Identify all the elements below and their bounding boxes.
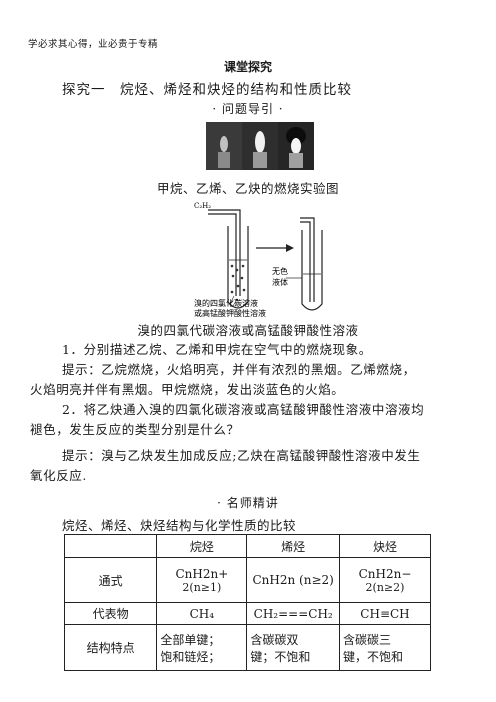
header-alkane: 烷烃 <box>156 534 248 558</box>
table-row-general-formula: 通式 CnH2n+ 2(n≥1) CnH2n (n≥2) CnH2n− 2(n≥… <box>63 557 432 603</box>
section-title: 课堂探究 <box>223 60 272 74</box>
label-general-formula: 通式 <box>63 557 158 603</box>
colorless-label-1: 无色 <box>272 266 288 276</box>
gas-label: C₂H₂ <box>194 202 211 210</box>
alkene-structure-line-1: 含碳碳双 <box>250 632 299 647</box>
header-note: 学必求其心得，业必贵于专精 <box>28 39 159 50</box>
alkyne-formula-line-2: 2(n≥2) <box>365 580 405 594</box>
question-2-line-1: 2．将乙炔通入溴的四氯化碳溶液或高锰酸钾酸性溶液中溶液均 <box>62 402 425 417</box>
question-2-line-2: 褪色，发生反应的类型分别是什么？ <box>30 422 240 437</box>
label-structure: 结构特点 <box>63 624 158 671</box>
solution-label-2: 或高锰酸钾酸性溶液 <box>194 308 266 318</box>
alkane-formula-line-1: CnH2n+ <box>175 566 229 581</box>
alkene-formula: CnH2n (n≥2) <box>246 557 340 603</box>
table-row-representative: 代表物 CH₄ CH₂===CH₂ CH≡CH <box>63 602 432 625</box>
solution-label-1: 溴的四氯化碳溶液 <box>194 298 258 308</box>
alkane-structure-line-1: 全部单键； <box>160 632 221 647</box>
comparison-title: 烷烃、烯烃、炔烃结构与化学性质的比较 <box>62 518 297 533</box>
comparison-table: 烷烃 烯烃 炔烃 通式 CnH2n+ 2(n≥1) CnH2n (n≥2) Cn… <box>63 534 432 671</box>
table-row-structure: 结构特点 全部单键； 饱和链烃； 含碳碳双 键；不饱和 含碳碳三 键，不饱和 <box>63 624 432 671</box>
colorless-label-2: 液体 <box>272 277 288 287</box>
combustion-photo <box>206 122 314 170</box>
teacher-section-heading: · 名师精讲 <box>217 496 279 510</box>
alkene-representative: CH₂===CH₂ <box>246 602 340 625</box>
answer-2-line-1: 提示：溴与乙炔发生加成反应;乙炔在高锰酸钾酸性溶液中发生 <box>62 448 421 463</box>
answer-1-line-2: 火焰明亮并伴有黑烟。甲烷燃烧，发出淡蓝色的火焰。 <box>30 382 345 397</box>
answer-1-line-1: 提示：乙烷燃烧，火焰明亮，并伴有浓烈的黑烟。乙烯燃烧， <box>62 362 416 377</box>
alkyne-structure-line-2: 键，不饱和 <box>342 649 403 664</box>
header-alkene: 烯烃 <box>246 534 340 558</box>
alkyne-formula-line-1: CnH2n− <box>358 566 412 581</box>
table-header-row: 烷烃 烯烃 炔烃 <box>63 534 432 558</box>
label-representative: 代表物 <box>63 602 158 625</box>
alkane-representative: CH₄ <box>156 602 248 625</box>
alkane-structure-line-2: 饱和链烃； <box>160 649 221 664</box>
alkane-formula-line-2: 2(n≥1) <box>182 580 222 594</box>
question-1: 1．分别描述乙烷、乙烯和甲烷在空气中的燃烧现象。 <box>62 342 372 357</box>
diagram-caption: 溴的四氯代碳溶液或高锰酸钾酸性溶液 <box>137 323 359 338</box>
photo-caption: 甲烷、乙烯、乙炔的燃烧实验图 <box>156 181 339 196</box>
alkyne-representative: CH≡CH <box>338 602 432 625</box>
answer-2-line-2: 氧化反应. <box>30 468 87 483</box>
question-guide-heading: · 问题导引 · <box>212 102 284 116</box>
explore-title: 探究一 烷烃、烯烃和炔烃的结构和性质比较 <box>62 82 352 98</box>
alkyne-structure-line-1: 含碳碳三 <box>342 632 391 647</box>
header-cell-empty <box>63 534 158 558</box>
alkene-structure-line-2: 键；不饱和 <box>250 649 311 664</box>
apparatus-diagram: C₂H₂ 无色 液体 溴的四氯化碳溶液 或高锰酸钾酸性溶液 <box>194 202 323 318</box>
header-alkyne: 炔烃 <box>338 534 432 558</box>
